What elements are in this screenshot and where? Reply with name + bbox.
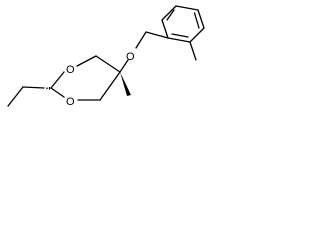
ring-bond-c5-c4 bbox=[99, 71, 121, 101]
ch2-aryl-bond bbox=[145, 31, 169, 39]
methyl-wedge-bond bbox=[120, 72, 131, 96]
aryl-methyl-bond bbox=[189, 41, 197, 61]
ring-oxygen-lower-label: O bbox=[66, 96, 75, 108]
ring-bond-o3-c2 bbox=[50, 87, 65, 98]
ring-bond-c6-c5 bbox=[95, 55, 121, 73]
ether-oxygen-label: O bbox=[126, 51, 135, 63]
chemical-structure-diagram: O O O bbox=[7, 5, 205, 108]
benzene-ring bbox=[161, 5, 205, 43]
ring-bond-c2-o1 bbox=[50, 71, 65, 89]
ethyl-ch3-bond bbox=[7, 86, 24, 107]
ether-o-ch2-bond bbox=[135, 31, 147, 49]
ring-oxygen-upper-label: O bbox=[66, 64, 75, 76]
c5-ether-o-bond bbox=[119, 59, 129, 73]
ring-bond-o1-c6 bbox=[76, 55, 97, 67]
hashed-stereo-bond bbox=[46, 86, 51, 90]
ethyl-ch2-bond bbox=[22, 86, 45, 89]
